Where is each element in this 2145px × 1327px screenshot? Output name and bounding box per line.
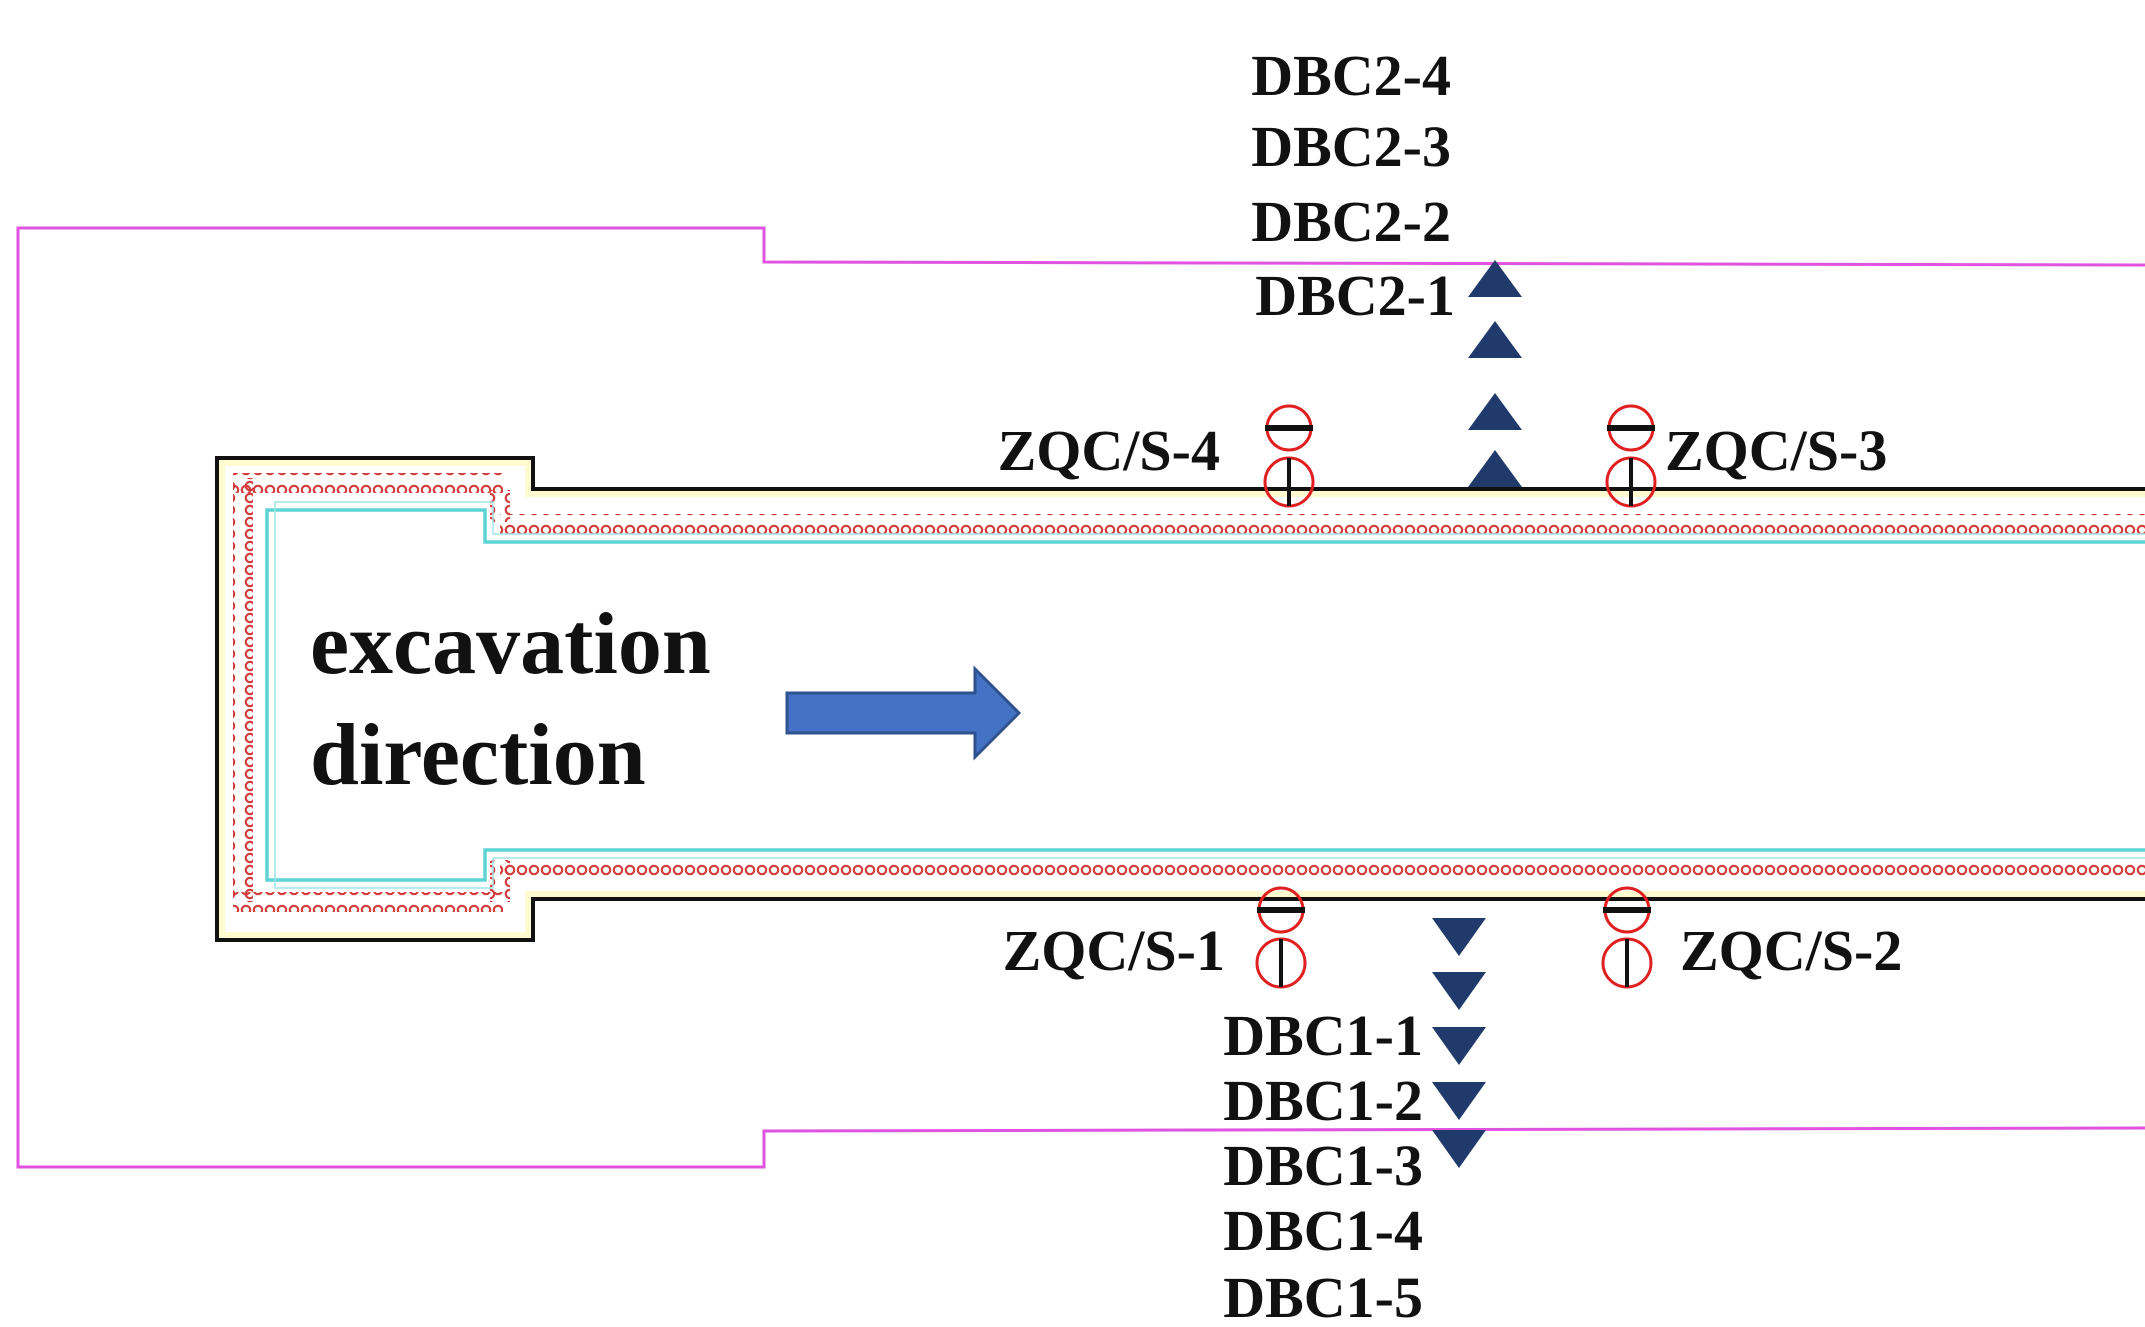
annotation-direction: direction [310,707,646,804]
label-dbc1-2: DBC1-2 [1223,1068,1423,1133]
inner-lining-line [274,501,2145,889]
inclinometer-icon [1601,886,1653,989]
triangle-marker-icon [1432,918,1486,956]
inclinometer-icon [1263,404,1315,508]
triangle-marker-icon [1432,972,1486,1010]
triangle-marker-icon [1432,1082,1486,1120]
label-dbc2-4: DBC2-4 [1251,43,1451,108]
triangle-marker-icon [1468,321,1522,358]
triangle-marker-icon [1432,1130,1486,1168]
inclinometer-icon [1255,886,1307,989]
label-dbc2-3: DBC2-3 [1251,114,1451,179]
inner-lining-line [265,508,2145,882]
arrow-right-icon [785,665,1022,761]
label-zqc-1: ZQC/S-1 [1003,918,1225,983]
label-zqc-4: ZQC/S-4 [998,418,1220,483]
label-dbc1-4: DBC1-4 [1223,1198,1423,1263]
annotation-excavation: excavation [310,596,711,693]
triangle-marker-icon [1468,393,1522,430]
label-dbc1-3: DBC1-3 [1223,1133,1423,1198]
triangle-marker-icon [1432,1027,1486,1065]
outer-boundary-line [16,226,2145,1169]
inclinometer-icon [1605,404,1657,508]
wall-outer-outline [215,456,2145,942]
pile-row [233,473,2145,912]
label-dbc2-1: DBC2-1 [1255,263,1455,328]
label-dbc1-1: DBC1-1 [1223,1003,1423,1068]
label-zqc-3: ZQC/S-3 [1665,418,1887,483]
label-zqc-2: ZQC/S-2 [1680,918,1902,983]
label-dbc2-2: DBC2-2 [1251,189,1451,254]
retaining-wall [217,458,2145,940]
triangle-marker-icon [1468,260,1522,297]
label-dbc1-5: DBC1-5 [1223,1265,1423,1327]
triangle-marker-icon [1468,450,1522,487]
